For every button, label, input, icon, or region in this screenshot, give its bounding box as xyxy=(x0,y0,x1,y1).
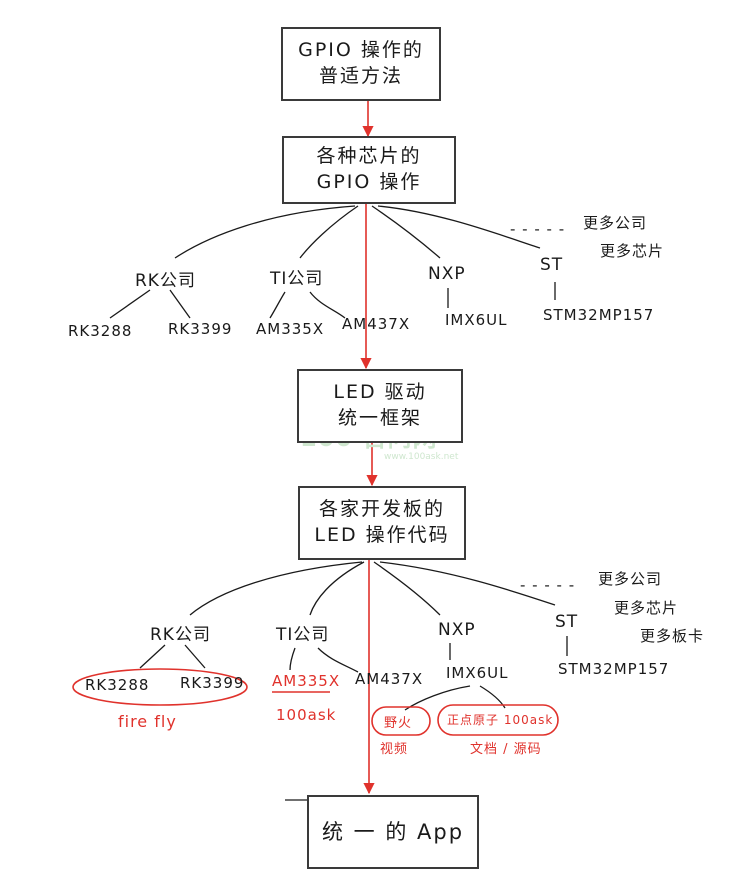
chip-rk3288-1: RK3288 xyxy=(68,322,133,340)
chip-rk3399-1: RK3399 xyxy=(168,320,233,338)
chip-am335x-2: AM335X xyxy=(272,672,341,690)
branch-ti-1 xyxy=(299,205,359,259)
note-video: 视频 xyxy=(380,742,409,757)
branch-rk3288-2 xyxy=(139,644,166,669)
board-zhengdian-100ask: 正点原子 100ask xyxy=(447,713,554,727)
chip-am437x-2: AM437X xyxy=(355,670,424,688)
branch-am335x-2 xyxy=(289,647,296,671)
board-yehuo: 野火 xyxy=(384,716,413,731)
box-led-framework: LED 驱动 统一框架 xyxy=(297,369,463,443)
branch-rk3288-1 xyxy=(109,289,151,319)
more-companies-2: 更多公司 xyxy=(598,570,663,588)
box-line: GPIO 操作的 xyxy=(298,39,424,62)
more-chips-1: 更多芯片 xyxy=(600,242,665,260)
branch-st-1 xyxy=(377,205,541,249)
box-line: 普适方法 xyxy=(318,65,403,87)
circle-zhengdian xyxy=(437,704,559,736)
box-board-led-code: 各家开发板的 LED 操作代码 xyxy=(298,486,466,560)
circle-rk-chips xyxy=(72,668,248,706)
note-100ask: 100ask xyxy=(276,706,337,724)
chip-stm32mp157-2: STM32MP157 xyxy=(558,660,670,678)
dashes-1: - - - - - xyxy=(510,220,566,238)
branch-ti-2 xyxy=(309,561,365,616)
company-rk-2: RK公司 xyxy=(150,625,211,645)
company-rk-1: RK公司 xyxy=(135,271,196,291)
company-nxp-2: NXP xyxy=(438,620,476,640)
box-chip-gpio-ops: 各种芯片的 GPIO 操作 xyxy=(282,136,456,204)
box-line: LED 驱动 xyxy=(333,381,427,404)
branch-rk-1 xyxy=(174,205,356,259)
branch-am437x-1 xyxy=(309,291,346,319)
company-ti-2: TI公司 xyxy=(276,625,330,645)
company-st-2: ST xyxy=(555,612,579,632)
branch-rk-2 xyxy=(189,561,363,616)
branch-zhengdian xyxy=(479,685,506,709)
box-line: 统一框架 xyxy=(337,407,422,429)
chip-rk3288-2: RK3288 xyxy=(85,676,150,694)
circle-yehuo xyxy=(371,706,431,736)
box-line: 统 一 的 App xyxy=(321,819,465,844)
chip-stm32mp157-1: STM32MP157 xyxy=(543,306,655,324)
chip-am437x-1: AM437X xyxy=(342,315,411,333)
chip-rk3399-2: RK3399 xyxy=(180,674,245,692)
more-boards-2: 更多板卡 xyxy=(640,627,705,645)
note-firefly: fire fly xyxy=(118,712,177,731)
company-ti-1: TI公司 xyxy=(270,269,324,289)
more-companies-1: 更多公司 xyxy=(583,214,648,232)
box-unified-app: 统 一 的 App xyxy=(307,795,479,869)
branch-rk3399-2 xyxy=(184,644,206,669)
branch-nxp-2 xyxy=(373,561,441,616)
branch-rk3399-1 xyxy=(169,289,191,319)
branch-nxp-1 xyxy=(371,205,441,259)
note-docs-source: 文档 / 源码 xyxy=(470,742,542,757)
company-nxp-1: NXP xyxy=(428,264,466,284)
chip-imx6ul-2: IMX6UL xyxy=(446,664,509,682)
chip-am335x-1: AM335X xyxy=(256,320,325,338)
box-line: GPIO 操作 xyxy=(316,171,422,193)
chip-imx6ul-1: IMX6UL xyxy=(445,311,508,329)
branch-st-2 xyxy=(379,561,556,606)
dashes-2: - - - - - xyxy=(520,576,576,594)
box-line: 各种芯片的 xyxy=(316,145,422,168)
box-line: 各家开发板的 xyxy=(318,498,445,521)
branch-am437x-2 xyxy=(317,647,359,673)
box-gpio-general-method: GPIO 操作的 普适方法 xyxy=(281,27,441,101)
branch-am335x-1 xyxy=(269,291,286,319)
company-st-1: ST xyxy=(540,255,564,275)
more-chips-2: 更多芯片 xyxy=(614,599,679,617)
watermark-url: www.100ask.net xyxy=(384,452,459,462)
box-line: LED 操作代码 xyxy=(314,524,450,546)
